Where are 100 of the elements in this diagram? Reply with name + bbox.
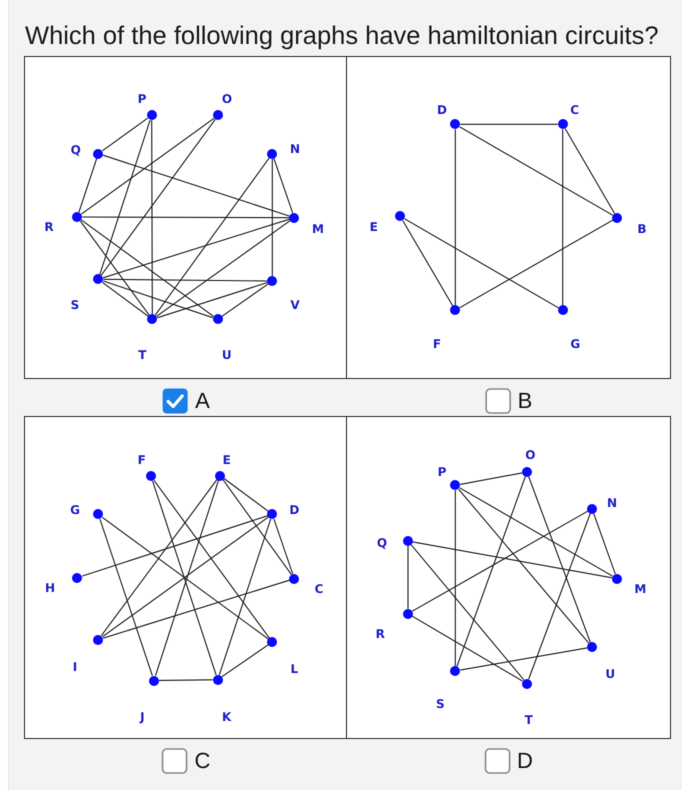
vertex-label: C [314, 582, 324, 595]
vertex-label: N [290, 143, 300, 155]
vertex-label: V [290, 299, 300, 312]
graph-edge [460, 472, 522, 485]
vertex-label: K [222, 711, 232, 723]
vertex-dot [403, 536, 413, 546]
graph-edge [156, 220, 291, 317]
vertex-label: R [376, 628, 385, 640]
vertex-dot [212, 674, 223, 685]
graph-edge [454, 129, 456, 306]
graph-edge [82, 216, 290, 218]
graph-edge [100, 118, 216, 276]
vertex-label: N [606, 497, 618, 509]
vertex-dot [450, 480, 460, 490]
graph-edge [103, 278, 268, 282]
graph-edge [224, 478, 269, 512]
graph-edge [99, 120, 151, 275]
graph-edge [221, 644, 269, 678]
graph-edge [412, 616, 523, 682]
vertex-label: E [222, 454, 231, 466]
graph-edge [528, 476, 591, 642]
graph-edge [273, 158, 294, 214]
vertex-label: Q [376, 537, 388, 549]
vertex-label: U [605, 668, 616, 680]
graph-panel [24, 56, 348, 379]
vertex-dot [93, 634, 104, 645]
graph-panel [24, 416, 348, 739]
graph-edge [402, 220, 454, 306]
vertex-dot [72, 572, 82, 583]
graph-edge [82, 515, 268, 577]
vertex-dot [146, 110, 157, 120]
vertex-dot [267, 637, 278, 647]
graph-edge [99, 518, 153, 676]
vertex-dot [612, 574, 622, 584]
graph-edge [272, 158, 273, 276]
graph-edge [80, 220, 150, 316]
graph-edge [407, 546, 409, 609]
vertex-label: M [312, 222, 324, 235]
graph-edge [80, 219, 214, 317]
vertex-dot [72, 212, 82, 222]
vertex-label: G [70, 504, 80, 516]
vertex-label: F [138, 454, 146, 466]
graph-edge [459, 220, 613, 308]
graph-edge [404, 218, 559, 308]
vertex-label: T [524, 714, 533, 726]
vertex-label: J [140, 711, 145, 723]
graph-edge [222, 479, 292, 575]
vertex-dot [289, 212, 300, 223]
graph-edge [410, 544, 524, 680]
graph-edge [459, 126, 613, 216]
vertex-dot [93, 148, 104, 159]
graph-panel [346, 56, 671, 379]
vertex-label: O [222, 92, 232, 105]
graph-edge [159, 679, 213, 681]
graph-edge [102, 280, 214, 318]
option-label: A [195, 390, 210, 412]
graph-edge [100, 479, 218, 636]
graph-edge [102, 118, 148, 152]
vertex-label: T [138, 349, 146, 362]
vertex-label: O [525, 449, 536, 462]
vertex-label: D [289, 504, 300, 516]
vertex-dot [395, 211, 406, 222]
vertex-dot [93, 509, 104, 520]
vertex-dot [587, 642, 597, 652]
vertex-dot [522, 678, 532, 689]
vertex-label: R [44, 221, 54, 233]
vertex-label: G [570, 338, 580, 350]
vertex-label: D [437, 104, 447, 116]
graph-edge [102, 580, 290, 639]
vertex-dot [612, 212, 622, 223]
vertex-dot [267, 509, 278, 520]
graph-edge [273, 518, 294, 574]
graph-edge [218, 518, 272, 676]
vertex-label: C [570, 104, 580, 116]
graph-edge [102, 282, 149, 317]
graph-edge [154, 480, 270, 638]
vertex-dot [146, 471, 156, 482]
vertex-dot [212, 314, 223, 324]
vertex-dot [213, 110, 224, 120]
vertex-label: S [436, 698, 445, 710]
option-label: D [517, 750, 533, 772]
vertex-label: I [72, 661, 78, 673]
graph-edge [412, 541, 612, 578]
graph-edge [156, 282, 268, 318]
vertex-dot [558, 119, 568, 130]
vertex-label: M [634, 582, 646, 595]
graph-edge [102, 154, 290, 217]
graph-edge [454, 490, 456, 666]
vertex-label: U [222, 349, 232, 362]
graph-panel [346, 416, 671, 739]
graph-edge [221, 283, 269, 317]
graph-edge [412, 510, 588, 612]
vertex-label: E [370, 221, 378, 233]
vertex-label: P [438, 466, 446, 478]
vertex-label: P [138, 92, 146, 105]
vertex-dot [522, 467, 532, 477]
vertex-dot [267, 276, 278, 286]
graph-edge [78, 158, 98, 212]
graph-edge [564, 128, 615, 214]
vertex-dot [93, 274, 104, 284]
